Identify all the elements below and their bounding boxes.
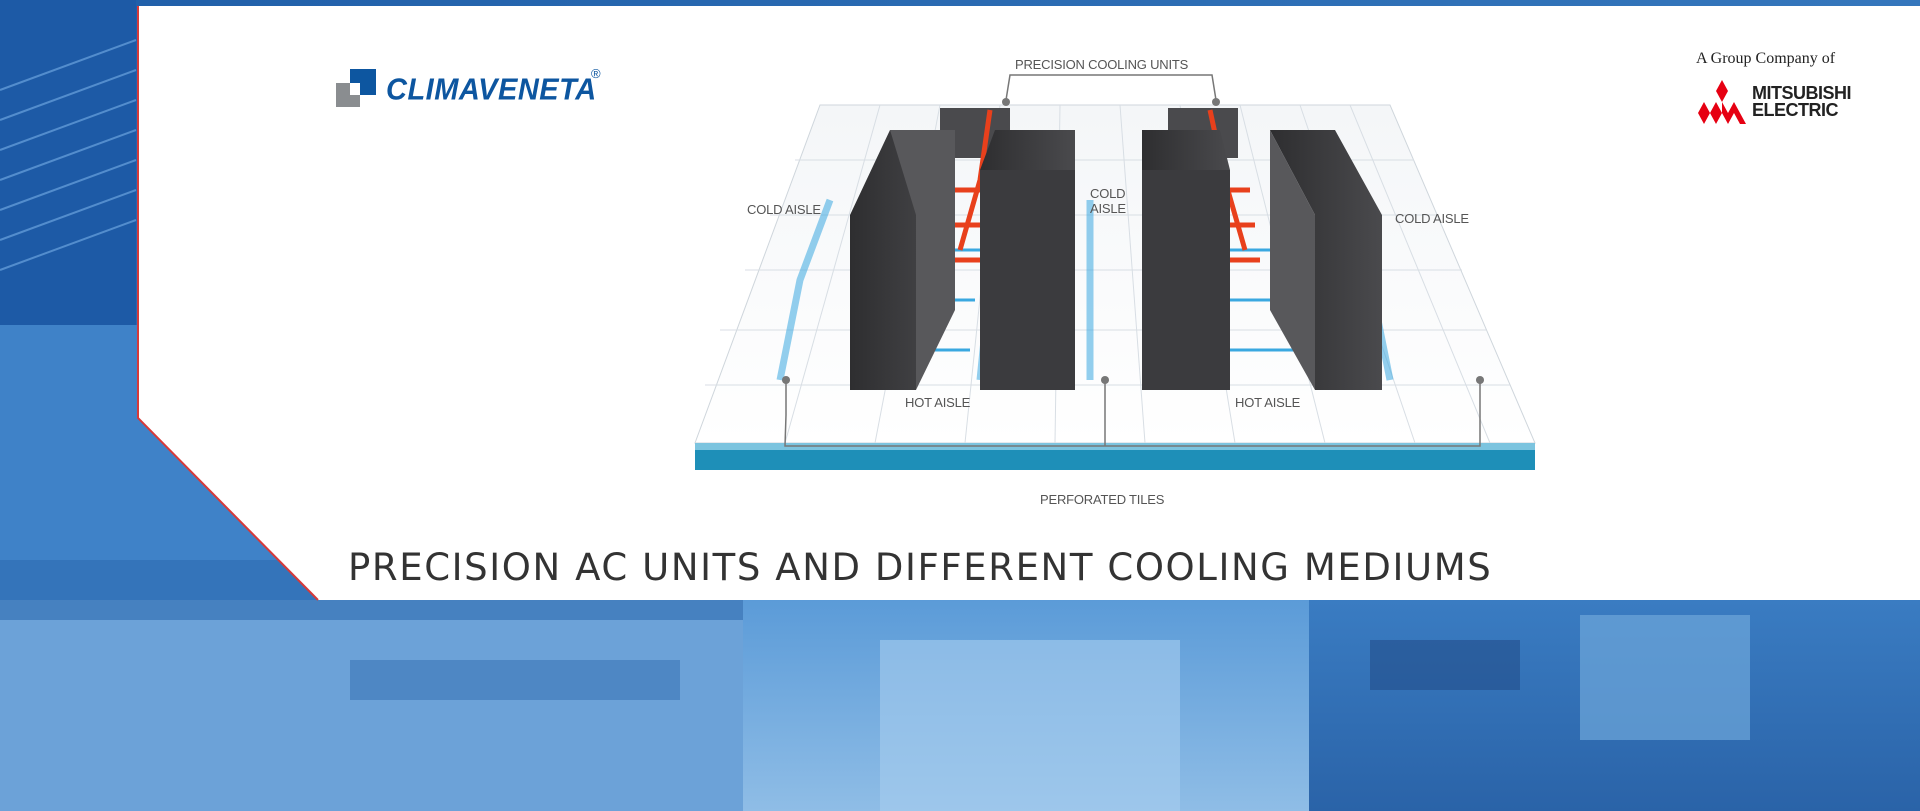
- group-company-tagline: A Group Company of: [1696, 50, 1835, 68]
- label-cold-aisle-left: COLD AISLE: [747, 202, 821, 217]
- mitsubishi-diamonds-icon: [1696, 78, 1748, 126]
- climaveneta-wordmark: CLIMAVENETA: [386, 73, 597, 108]
- label-perforated-tiles: PERFORATED TILES: [1040, 492, 1164, 507]
- cooling-diagram: PRECISION COOLING UNITS COLD AISLE COLD …: [690, 50, 1540, 510]
- mitsubishi-electric-logo: MITSUBISHI ELECTRIC: [1696, 78, 1851, 126]
- label-cold-aisle-center-2: AISLE: [1090, 201, 1126, 216]
- label-cold-aisle-center-1: COLD: [1090, 186, 1125, 201]
- label-hot-aisle-left: HOT AISLE: [905, 395, 970, 410]
- slide-caption: PRECISION AC UNITS AND DIFFERENT COOLING…: [348, 546, 1492, 589]
- registered-mark: ®: [591, 66, 601, 81]
- label-cold-aisle-right: COLD AISLE: [1395, 211, 1469, 226]
- climaveneta-logo: CLIMAVENETA: [336, 68, 597, 112]
- mitsubishi-name-line2: ELECTRIC: [1752, 102, 1851, 119]
- raised-floor: [695, 105, 1535, 443]
- label-precision-cooling-units: PRECISION COOLING UNITS: [1015, 57, 1188, 72]
- label-hot-aisle-right: HOT AISLE: [1235, 395, 1300, 410]
- cooling-diagram-illustration: [690, 50, 1540, 510]
- climaveneta-logo-icon: [336, 69, 378, 111]
